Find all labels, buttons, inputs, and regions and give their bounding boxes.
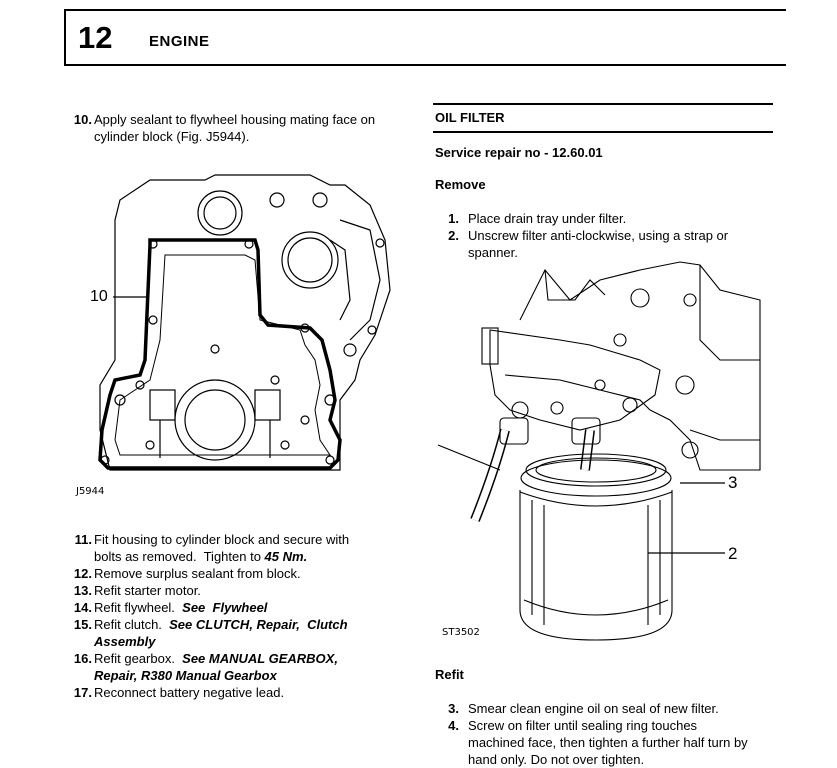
- step-text-line1: Refit clutch. See CLUTCH, Repair, Clutch: [94, 616, 348, 633]
- cross-reference-link-cont[interactable]: Repair, R380 Manual Gearbox: [94, 668, 277, 683]
- cross-reference-link[interactable]: See Flywheel: [182, 600, 268, 615]
- step-number: 2.: [448, 228, 459, 243]
- figure-code-j5944: J5944: [76, 486, 105, 497]
- step-17: 17. Reconnect battery negative lead.: [66, 684, 426, 701]
- step-15: 15. Refit clutch. See CLUTCH, Repair, Cl…: [66, 616, 426, 650]
- step-number: 3.: [448, 701, 459, 716]
- step-text: Refit starter motor.: [94, 583, 201, 598]
- section-heading-oil-filter: OIL FILTER: [435, 110, 505, 125]
- section-rule-bottom: [433, 131, 773, 133]
- callout-10: 10: [90, 288, 108, 305]
- step-text-line1: Screw on filter until sealing ring touch…: [468, 718, 698, 733]
- page-header: 12 ENGINE: [64, 9, 786, 66]
- section-title: ENGINE: [149, 33, 210, 50]
- callout-2: 2: [728, 544, 738, 563]
- step-number: 11.: [74, 532, 92, 547]
- step-10: 10. Apply sealant to flywheel housing ma…: [66, 111, 426, 145]
- remove-step-2: 2. Unscrew filter anti-clockwise, using …: [433, 227, 813, 261]
- step-text: Smear clean engine oil on seal of new fi…: [468, 701, 719, 716]
- cross-reference-link[interactable]: See MANUAL GEARBOX,: [182, 651, 338, 666]
- section-number: 12: [78, 20, 113, 55]
- step-text-line3: hand only. Do not over tighten.: [468, 752, 645, 767]
- step-text: Remove surplus sealant from block.: [94, 566, 301, 581]
- refit-step-3: 3. Smear clean engine oil on seal of new…: [433, 700, 813, 717]
- step-text-line2: bolts as removed. Tighten to 45 Nm.: [94, 548, 307, 565]
- remove-heading: Remove: [435, 177, 486, 192]
- step-number: 4.: [448, 718, 459, 733]
- step-13: 13. Refit starter motor.: [66, 582, 426, 599]
- step-text-line2: machined face, then tighten a further ha…: [468, 735, 748, 750]
- step-text: Refit clutch.: [94, 617, 170, 632]
- service-repair-number: Service repair no - 12.60.01: [435, 145, 603, 160]
- step-12: 12. Remove surplus sealant from block.: [66, 565, 426, 582]
- step-16: 16. Refit gearbox. See MANUAL GEARBOX, R…: [66, 650, 426, 684]
- step-text-line2: cylinder block (Fig. J5944).: [94, 129, 250, 144]
- step-text: Refit flywheel.: [94, 600, 183, 615]
- step-text-line1: Fit housing to cylinder block and secure…: [94, 532, 350, 547]
- step-text-line1: Refit gearbox. See MANUAL GEARBOX,: [94, 650, 338, 667]
- step-number: 10.: [73, 112, 92, 127]
- section-rule-top: [433, 103, 773, 105]
- step-number: 12.: [73, 566, 92, 581]
- step-number: 14.: [73, 600, 92, 615]
- remove-step-1: 1. Place drain tray under filter.: [433, 210, 793, 227]
- cross-reference-link-cont[interactable]: Assembly: [94, 634, 156, 649]
- cross-reference-link[interactable]: See CLUTCH, Repair, Clutch: [169, 617, 348, 632]
- step-text: Refit gearbox.: [94, 651, 183, 666]
- step-number: 1.: [448, 211, 459, 226]
- step-number: 13.: [73, 583, 92, 598]
- step-text-line1: Refit flywheel. See Flywheel: [94, 599, 267, 616]
- refit-step-4: 4. Screw on filter until sealing ring to…: [433, 717, 823, 768]
- step-number: 15.: [73, 617, 92, 632]
- step-14: 14. Refit flywheel. See Flywheel: [66, 599, 426, 616]
- refit-heading: Refit: [435, 667, 464, 682]
- callout-3: 3: [728, 473, 738, 492]
- step-text: Reconnect battery negative lead.: [94, 685, 285, 700]
- step-number: 16.: [73, 651, 92, 666]
- step-text: bolts as removed. Tighten to: [94, 549, 265, 564]
- step-text-line1: Apply sealant to flywheel housing mating…: [94, 112, 376, 127]
- step-text-line2: spanner.: [468, 245, 518, 260]
- torque-value: 45 Nm.: [264, 549, 308, 564]
- step-11: 11. Fit housing to cylinder block and se…: [66, 531, 426, 565]
- figure-code-st3502: ST3502: [442, 627, 480, 638]
- step-text: Place drain tray under filter.: [468, 211, 627, 226]
- step-number: 17.: [73, 685, 92, 700]
- step-text-line1: Unscrew filter anti-clockwise, using a s…: [468, 228, 729, 243]
